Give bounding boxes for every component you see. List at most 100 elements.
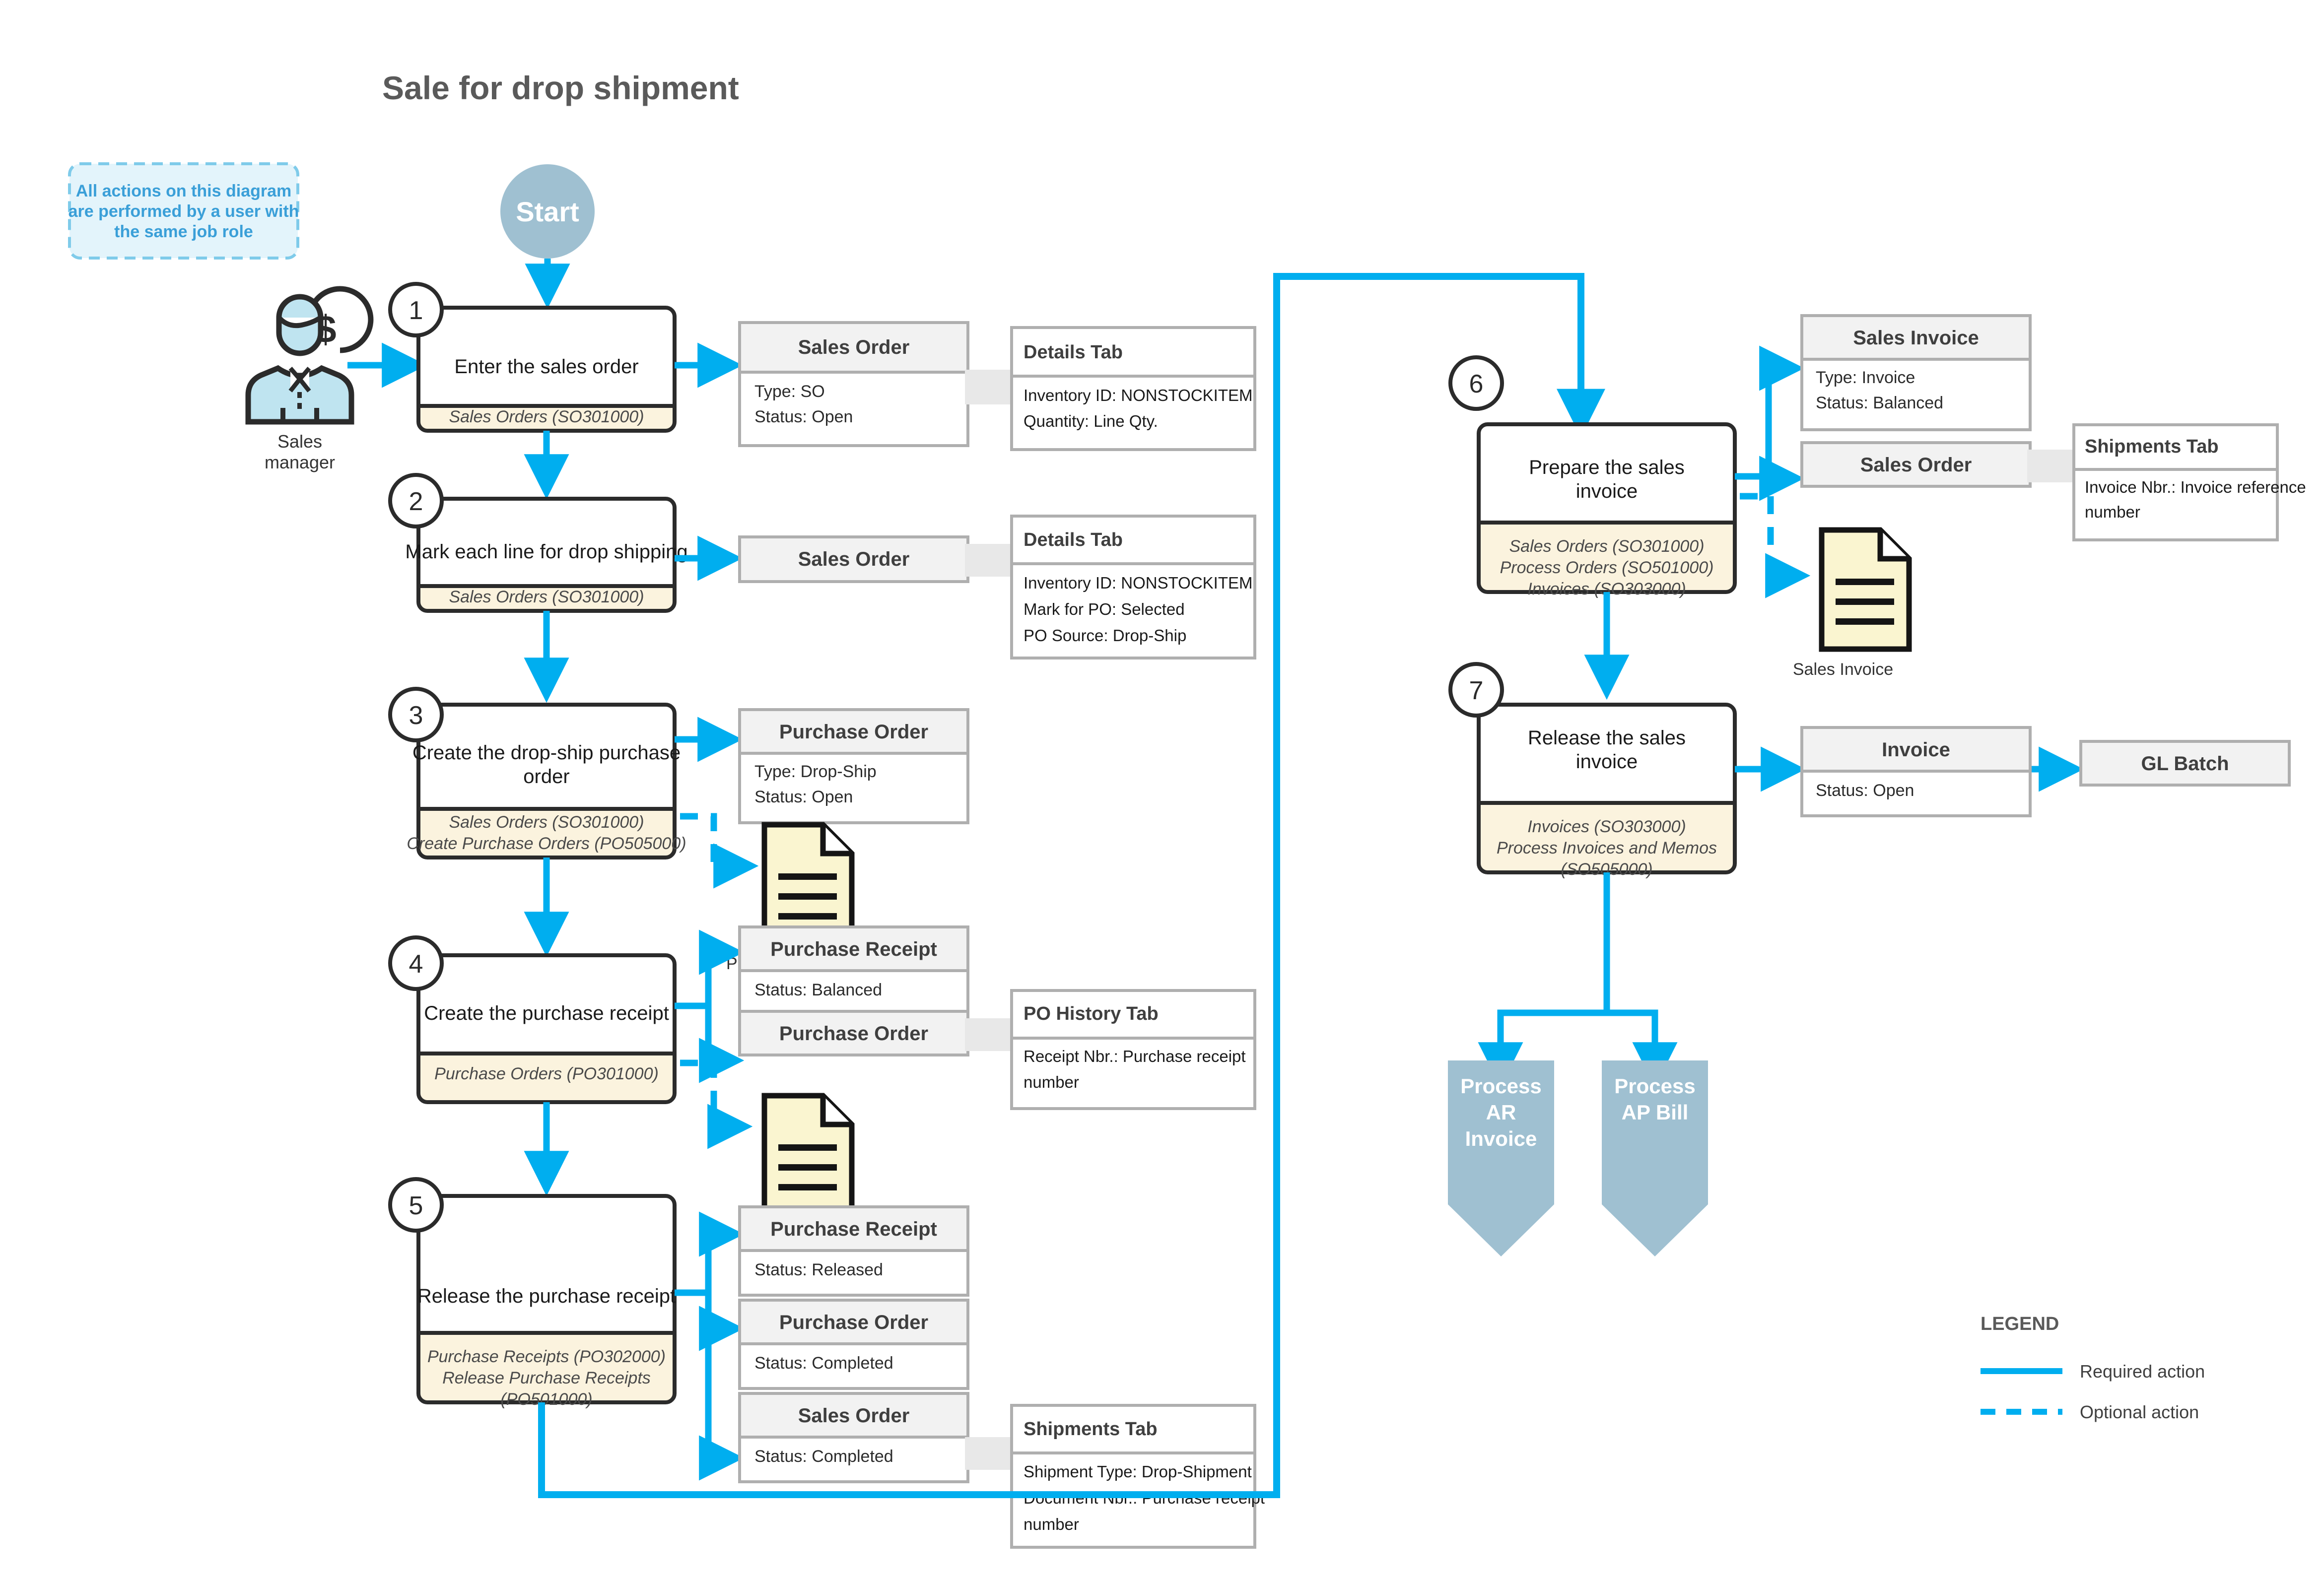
step-3[interactable]: Create the drop-ship purchase order Sale… [388, 687, 686, 859]
connector-step7-to-process-ar [1478, 872, 1610, 1088]
process-node-ar-invoice[interactable]: Process AR Invoice [1448, 1060, 1554, 1256]
connector-step6-to-so [1769, 472, 1795, 478]
entity-title: Sales Order [798, 1405, 910, 1427]
entity-sales-invoice-step6: Sales Invoice Type: Invoice Status: Bala… [1800, 314, 2032, 431]
step-4[interactable]: Create the purchase receipt Purchase Ord… [388, 935, 677, 1104]
step-1-screen-1: Sales Orders (SO301000) [449, 407, 644, 426]
step-6-number: 6 [1469, 370, 1484, 398]
note-line-3: the same job role [114, 222, 253, 241]
step-6-screen-1: Sales Orders (SO301000) [1509, 537, 1704, 556]
tab-line-2: number [1024, 1073, 1079, 1091]
step-7-number: 7 [1469, 676, 1484, 705]
note-line-1: All actions on this diagram [76, 182, 292, 200]
entity-line-2: Status: Open [754, 407, 853, 426]
entity-line-1: Type: Drop-Ship [754, 762, 877, 781]
tab-title: Shipments Tab [1024, 1419, 1158, 1440]
process-label-3: Invoice [1465, 1127, 1537, 1150]
entity-title: Purchase Receipt [770, 938, 937, 960]
step-7-screen-1: Invoices (SO303000) [1527, 817, 1686, 836]
step-2-label: Mark each line for drop shipping [405, 541, 687, 563]
step-3-number: 3 [409, 701, 423, 730]
entity-line-2: Status: Open [754, 788, 853, 806]
entity-sales-order-step2: Sales Order [738, 535, 969, 583]
connector-step6-to-document [1740, 493, 1811, 598]
entity-tab-connector [2027, 450, 2077, 482]
entity-line-1: Status: Completed [754, 1447, 893, 1466]
entity-line-1: Status: Balanced [754, 981, 882, 999]
start-label: Start [516, 196, 579, 227]
tab-line-1: Receipt Nbr.: Purchase receipt [1024, 1047, 1246, 1065]
note-box: All actions on this diagram are performe… [68, 162, 299, 260]
entity-line-1: Type: SO [754, 382, 825, 401]
entity-sales-order-step1: Sales Order Type: SO Status: Open [738, 321, 969, 447]
document-icon-purchase-order [761, 822, 855, 947]
step-3-label-1: Create the drop-ship purchase [412, 742, 681, 764]
process-label-1: Process [1460, 1074, 1541, 1098]
role-label-2: manager [265, 452, 335, 472]
entity-tab-connector [965, 370, 1015, 404]
document-icon-purchase-receipt [761, 1093, 855, 1218]
process-node-ap-bill[interactable]: Process AP Bill [1602, 1060, 1708, 1256]
tab-po-history-step4: PO History Tab Receipt Nbr.: Purchase re… [1010, 989, 1256, 1110]
step-7[interactable]: Release the sales invoice Invoices (SO30… [1448, 662, 1737, 879]
step-5-screen-1: Purchase Receipts (PO302000) [427, 1347, 666, 1366]
step-2[interactable]: Mark each line for drop shipping Sales O… [388, 473, 688, 613]
tab-details-step2: Details Tab Inventory ID: NONSTOCKITEM M… [1010, 515, 1256, 659]
entity-invoice-step7: Invoice Status: Open [1800, 726, 2032, 817]
entity-title: GL Batch [2141, 753, 2229, 775]
entity-purchase-order-step5: Purchase Order Status: Completed [738, 1299, 969, 1390]
entity-title: Purchase Order [779, 721, 928, 743]
entity-purchase-receipt-step4: Purchase Receipt Status: Balanced [738, 925, 969, 1017]
process-label-2: AP Bill [1622, 1101, 1689, 1124]
step-4-screen-1: Purchase Orders (PO301000) [434, 1064, 659, 1083]
entity-line-1: Status: Released [754, 1260, 883, 1279]
step-5[interactable]: Release the purchase receipt Purchase Re… [388, 1177, 677, 1409]
legend: LEGEND Required action Optional action [1981, 1314, 2205, 1422]
entity-purchase-order-step3: Purchase Order Type: Drop-Ship Status: O… [738, 708, 969, 824]
tab-title: Shipments Tab [2085, 436, 2219, 457]
entity-title: Sales Invoice [1853, 327, 1979, 349]
role-label-1: Sales [277, 431, 322, 452]
process-label-1: Process [1614, 1074, 1695, 1098]
step-1-label: Enter the sales order [454, 356, 638, 378]
tab-details-step1: Details Tab Inventory ID: NONSTOCKITEM Q… [1010, 326, 1256, 451]
connector-step5-to-step6 [538, 273, 1605, 1498]
entity-sales-order-step5: Sales Order Status: Completed [738, 1392, 969, 1483]
entity-purchase-receipt-step5: Purchase Receipt Status: Released [738, 1205, 969, 1297]
step-5-number: 5 [409, 1191, 423, 1220]
connector-step3-to-document [680, 813, 759, 889]
entity-tab-connector [965, 1437, 1015, 1470]
entity-tab-connector [965, 1018, 1015, 1051]
entity-line-1: Status: Open [1816, 781, 1914, 800]
step-6[interactable]: Prepare the sales invoice Sales Orders (… [1448, 355, 1737, 598]
tab-line-3: PO Source: Drop-Ship [1024, 626, 1186, 645]
step-5-screen-2: Release Purchase Receipts [442, 1369, 651, 1387]
document-label: Sales Invoice [1793, 660, 1893, 679]
tab-title: Details Tab [1024, 529, 1123, 550]
step-1-number: 1 [409, 296, 423, 325]
step-6-label-1: Prepare the sales [1529, 457, 1685, 478]
tab-line-1: Invoice Nbr.: Invoice reference [2085, 478, 2306, 496]
step-4-number: 4 [409, 950, 423, 979]
step-2-number: 2 [409, 487, 423, 516]
entity-purchase-order-step4: Purchase Order [738, 1010, 969, 1056]
tab-line-3: number [1024, 1515, 1079, 1533]
connector-step5-to-po [699, 1293, 745, 1351]
legend-header: LEGEND [1981, 1314, 2059, 1334]
entity-line-1: Status: Completed [754, 1354, 893, 1373]
step-1[interactable]: Enter the sales order Sales Orders (SO30… [388, 282, 677, 433]
tab-line-2: Mark for PO: Selected [1024, 600, 1185, 618]
tab-title: Details Tab [1024, 342, 1123, 363]
step-7-label-1: Release the sales [1528, 727, 1686, 749]
tab-line-1: Shipment Type: Drop-Shipment [1024, 1462, 1252, 1481]
step-3-label-2: order [523, 766, 569, 788]
legend-label-optional: Optional action [2080, 1402, 2199, 1422]
step-3-screen-2: Create Purchase Orders (PO505000) [407, 834, 686, 853]
entity-title: Invoice [1882, 739, 1950, 761]
entity-title: Sales Order [1860, 454, 1972, 476]
connector-step6-to-invoice [1735, 345, 1805, 480]
connector-step4-to-document [680, 1059, 753, 1149]
connector-step7-to-process-ap [1607, 1009, 1678, 1088]
